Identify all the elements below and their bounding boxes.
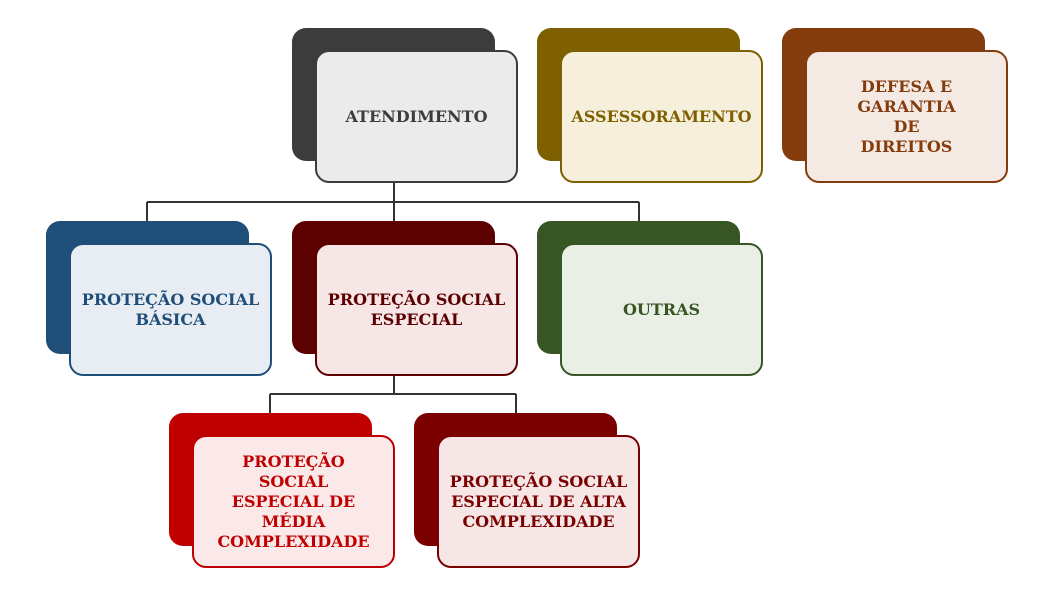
node-defesa-box: DEFESA E GARANTIA DE DIREITOS <box>805 50 1008 183</box>
node-especial-label: PROTEÇÃO SOCIAL ESPECIAL <box>327 289 506 329</box>
node-defesa-label: DEFESA E GARANTIA DE DIREITOS <box>857 76 956 156</box>
node-assessoramento-label: ASSESSORAMENTO <box>571 106 752 126</box>
node-alta-label: PROTEÇÃO SOCIAL ESPECIAL DE ALTA COMPLEX… <box>449 471 628 531</box>
node-basica-label: PROTEÇÃO SOCIAL BÁSICA <box>81 289 260 329</box>
node-outras-box: OUTRAS <box>560 243 763 376</box>
node-media-label: PROTEÇÃO SOCIAL ESPECIAL DE MÉDIA COMPLE… <box>217 451 370 551</box>
connector-group <box>146 182 640 413</box>
node-atendimento-label: ATENDIMENTO <box>345 106 488 126</box>
node-atendimento-box: ATENDIMENTO <box>315 50 518 183</box>
node-media-box: PROTEÇÃO SOCIAL ESPECIAL DE MÉDIA COMPLE… <box>192 435 395 568</box>
node-especial-box: PROTEÇÃO SOCIAL ESPECIAL <box>315 243 518 376</box>
node-outras-label: OUTRAS <box>622 299 701 319</box>
node-assessoramento-box: ASSESSORAMENTO <box>560 50 763 183</box>
node-alta-box: PROTEÇÃO SOCIAL ESPECIAL DE ALTA COMPLEX… <box>437 435 640 568</box>
node-basica-box: PROTEÇÃO SOCIAL BÁSICA <box>69 243 272 376</box>
